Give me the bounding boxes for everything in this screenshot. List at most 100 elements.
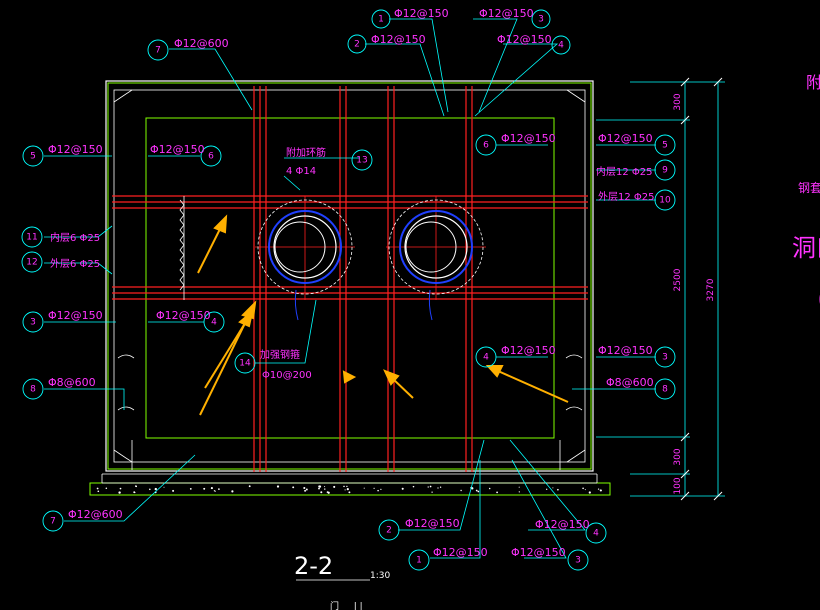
gravel-dot xyxy=(496,491,498,494)
orange-arrows xyxy=(197,214,569,416)
arrow-shaft xyxy=(204,319,248,389)
leader xyxy=(169,48,253,111)
callout-num: 2 xyxy=(354,40,360,50)
gravel-dot xyxy=(344,489,346,491)
hook xyxy=(565,406,583,411)
chamfer-bl xyxy=(113,449,133,463)
hook-symbols xyxy=(117,354,583,470)
arrow-head xyxy=(383,369,400,386)
leader xyxy=(473,18,518,113)
bubble xyxy=(654,134,676,156)
callout-num: 1 xyxy=(416,556,422,566)
callout-bubbles xyxy=(21,9,676,571)
gravel-dot xyxy=(373,487,375,489)
gravel-dot xyxy=(546,488,548,490)
hook xyxy=(565,354,583,359)
outer-wall-outline xyxy=(105,80,594,472)
callout-num: 5 xyxy=(30,152,36,162)
gravel-dot xyxy=(333,485,336,488)
callout-text: Φ12@150 xyxy=(433,546,488,559)
gravel-dot xyxy=(203,487,206,490)
gravel-dot xyxy=(346,488,349,491)
gravel-dot xyxy=(437,487,439,489)
gravel-dot xyxy=(427,486,429,488)
callout-num: 4 xyxy=(593,529,599,539)
gravel-dot xyxy=(380,488,382,491)
gravel-dot xyxy=(318,487,320,490)
arrow-shaft xyxy=(391,377,414,399)
bubble xyxy=(42,510,64,532)
gravel-dot xyxy=(134,491,136,494)
leader xyxy=(283,175,301,191)
gravel-dot xyxy=(439,486,442,488)
chamfer-tl xyxy=(113,89,133,103)
gravel-dot xyxy=(518,486,520,488)
callout-text: Φ12@150 xyxy=(371,33,426,46)
gravel-dot xyxy=(118,491,121,494)
callout-text: Φ12@150 xyxy=(501,344,556,357)
stirrup-zigzag xyxy=(179,199,185,291)
callout-text: Φ12@150 xyxy=(535,518,590,531)
gravel-dot xyxy=(518,491,520,493)
side-text: 钢套 xyxy=(798,181,820,195)
callout-text: Φ12@600 xyxy=(174,37,229,50)
callout-text: 附加环筋 xyxy=(286,146,326,159)
callout-text: 外层12 Φ25 xyxy=(598,191,655,203)
leader xyxy=(365,43,445,117)
pipe-openings xyxy=(257,199,484,321)
gravel-dot xyxy=(327,491,330,494)
inner-wall-line xyxy=(113,89,586,463)
dimension-texts: 300 2500 300 100 3270 xyxy=(673,93,716,494)
gravel-dot xyxy=(346,485,348,488)
pipe-drip xyxy=(428,289,433,321)
callout-text: Φ12@150 xyxy=(598,344,653,357)
callout-texts: Φ12@150 Φ12@150 Φ12@150 Φ12@150 Φ12@600 … xyxy=(48,7,655,559)
outer-wall-green xyxy=(107,82,592,470)
box-structure xyxy=(89,80,611,496)
side-text: （ xyxy=(800,284,820,317)
bubble xyxy=(22,311,44,333)
pipe-left-dashed xyxy=(257,199,353,295)
callout-num: 4 xyxy=(211,318,217,328)
gravel-dot xyxy=(96,487,99,490)
callout-text: Φ12@150 xyxy=(156,309,211,322)
leader-lines xyxy=(44,18,725,581)
bubble xyxy=(371,9,391,29)
arrow-shaft xyxy=(197,224,223,274)
callout-num: 10 xyxy=(659,196,671,206)
bubble xyxy=(585,522,607,544)
callout-num: 9 xyxy=(662,166,668,176)
gravel-dot xyxy=(552,487,554,489)
arrow-head xyxy=(213,214,228,234)
gravel-dot xyxy=(431,491,433,493)
gravel-dot xyxy=(248,485,251,488)
callout-num: 3 xyxy=(575,556,581,566)
callout-text: 4 Φ14 xyxy=(286,166,316,177)
callout-text: Φ12@150 xyxy=(598,132,653,145)
chamfer-tr xyxy=(566,89,586,103)
callout-num: 7 xyxy=(50,517,56,527)
gravel-dot xyxy=(97,490,100,493)
callout-text: 内层6 Φ25 xyxy=(50,231,100,244)
inner-cavity xyxy=(145,117,555,439)
arrow-shaft xyxy=(497,370,569,403)
callout-num: 13 xyxy=(356,156,367,166)
side-text: 洞口 xyxy=(792,234,820,262)
gravel-dot xyxy=(597,488,600,490)
gravel-dot xyxy=(600,489,602,492)
callout-text: Φ12@150 xyxy=(405,517,460,530)
gravel-dot xyxy=(557,488,559,491)
gravel-dot xyxy=(588,491,591,494)
gravel-dot xyxy=(154,487,157,491)
bubble xyxy=(351,149,373,171)
gravel-dot xyxy=(582,487,584,490)
tick xyxy=(680,115,690,125)
callout-text: Φ10@200 xyxy=(262,370,312,381)
bubble xyxy=(347,34,367,54)
pipe-right-sleeve xyxy=(399,210,473,284)
bubble-numbers: 1 3 2 4 7 5 6 13 11 12 3 4 14 8 7 6 5 9 … xyxy=(26,15,671,566)
callout-num: 1 xyxy=(378,15,384,25)
arrow-head xyxy=(238,309,254,328)
tick xyxy=(680,491,690,501)
